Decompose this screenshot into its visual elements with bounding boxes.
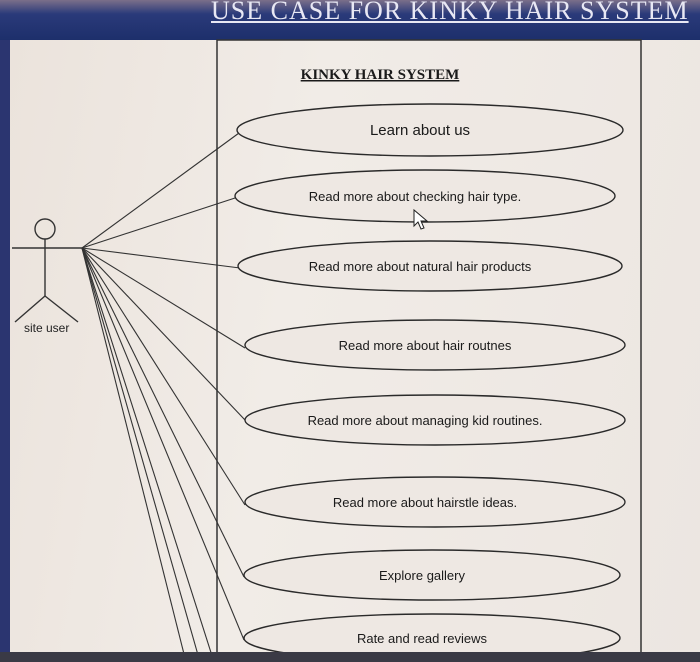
actor-left-leg xyxy=(14,295,46,323)
association-line xyxy=(81,247,215,662)
use-case-label: Read more about managing kid routines. xyxy=(308,413,543,428)
use-case: Explore gallery xyxy=(243,549,621,601)
use-case: Read more about hair routnes xyxy=(244,319,626,371)
use-case-ellipse xyxy=(234,169,616,223)
use-case: Rate and read reviews xyxy=(243,613,621,662)
use-case-ellipse xyxy=(237,240,623,292)
system-name: KINKY HAIR SYSTEM xyxy=(301,67,460,83)
use-case-label: Read more about hairstle ideas. xyxy=(333,495,517,510)
association-line xyxy=(81,247,246,421)
association-line xyxy=(81,247,246,506)
use-case-label: Explore gallery xyxy=(379,568,465,583)
association-line xyxy=(81,247,245,641)
association-line xyxy=(81,247,245,578)
association-lines xyxy=(81,132,246,662)
use-case-ellipse xyxy=(236,103,624,157)
use-case-label: Learn about us xyxy=(370,122,470,139)
monitor-bottom-bezel xyxy=(0,652,700,662)
use-case-ellipse xyxy=(244,476,626,528)
actor-label: site user xyxy=(24,321,70,335)
association-line xyxy=(81,247,241,269)
use-case-ellipse xyxy=(243,613,621,662)
use-case-ellipse xyxy=(243,549,621,601)
association-line xyxy=(81,197,236,249)
association-line xyxy=(81,247,201,662)
association-line xyxy=(81,247,246,349)
use-case-label: Read more about hair routnes xyxy=(339,338,512,353)
use-case: Read more about managing kid routines. xyxy=(244,394,626,446)
use-case: Read more about hairstle ideas. xyxy=(244,476,626,528)
mouse-cursor-icon xyxy=(413,208,429,230)
actor-head xyxy=(34,218,56,240)
use-case-ellipse xyxy=(244,394,626,446)
association-line xyxy=(81,247,187,662)
use-case-label: Rate and read reviews xyxy=(357,631,488,646)
monitor-left-bezel xyxy=(0,40,10,652)
use-case-label: Read more about checking hair type. xyxy=(309,189,521,204)
use-case: Read more about natural hair products xyxy=(237,240,623,292)
actor-right-leg xyxy=(44,295,79,323)
diagram-heading: USE CASE FOR KINKY HAIR SYSTEM xyxy=(211,0,689,25)
actor-figure xyxy=(12,218,82,323)
use-case: Read more about checking hair type. xyxy=(234,169,616,223)
use-case-label: Read more about natural hair products xyxy=(309,259,532,274)
use-case-ellipse xyxy=(244,319,626,371)
monitor-top-band xyxy=(0,0,700,40)
use-case-group: Learn about us Read more about checking h… xyxy=(234,103,626,662)
association-line xyxy=(81,132,240,249)
use-case: Learn about us xyxy=(236,103,624,157)
